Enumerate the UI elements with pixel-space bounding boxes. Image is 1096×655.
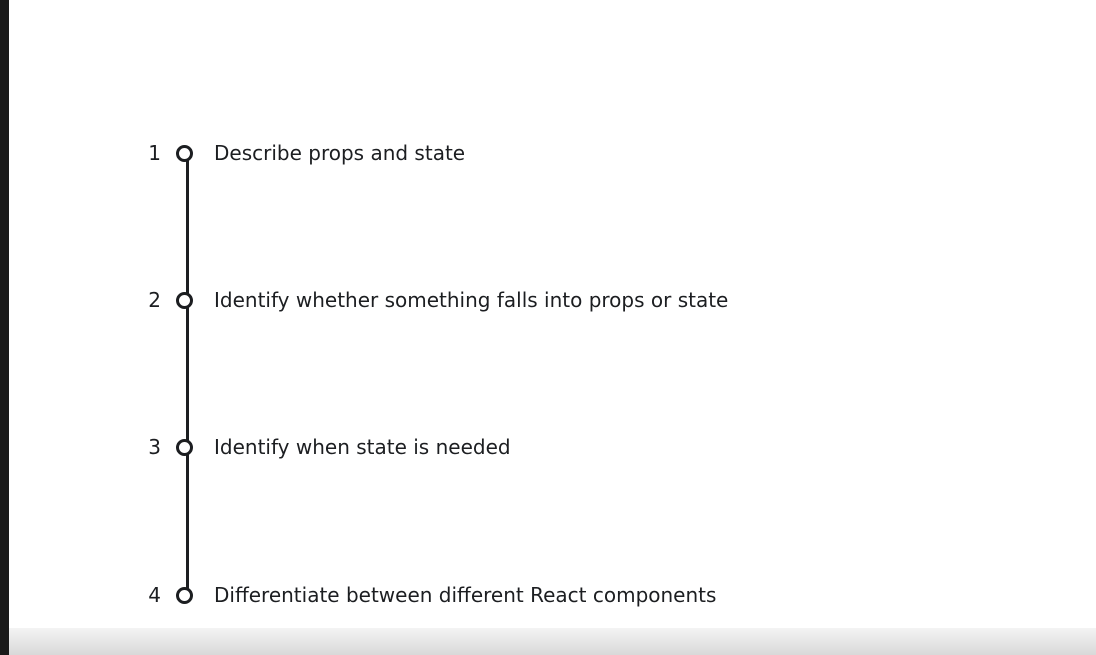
timeline-node-icon (176, 292, 193, 309)
timeline-node-icon (176, 439, 193, 456)
timeline-node-icon (176, 587, 193, 604)
slide: 1 Describe props and state 2 Identify wh… (9, 0, 1096, 655)
step-text: Identify whether something falls into pr… (214, 288, 729, 312)
step-number: 3 (148, 435, 161, 459)
bottom-bar (9, 628, 1096, 655)
step-text: Identify when state is needed (214, 435, 511, 459)
timeline-line (186, 153, 189, 595)
step-number: 1 (148, 141, 161, 165)
step-text: Differentiate between different React co… (214, 583, 717, 607)
timeline-node-icon (176, 145, 193, 162)
step-number: 2 (148, 288, 161, 312)
step-number: 4 (148, 583, 161, 607)
step-text: Describe props and state (214, 141, 466, 165)
